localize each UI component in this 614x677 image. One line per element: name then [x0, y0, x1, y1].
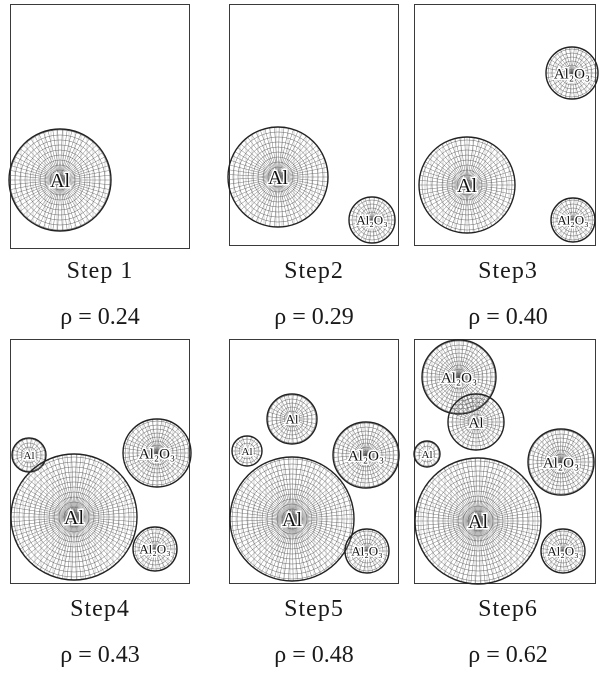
particle-label: Al₂O₃: [139, 542, 170, 557]
particle: Al₂O₃: [550, 197, 596, 243]
particle-label: Al₂O₃: [139, 446, 175, 462]
particle-label: Al: [286, 412, 299, 427]
particle-outline: [414, 457, 542, 585]
particle-label: Al₂O₃: [554, 66, 590, 82]
particle-outline: [231, 435, 263, 467]
particle: Al₂O₃: [545, 46, 599, 100]
particle: Al: [10, 453, 138, 581]
particle-outline: [227, 126, 329, 228]
density-value: ρ = 0.62: [468, 642, 548, 668]
particle: Al: [8, 128, 112, 232]
particle: Al₂O₃: [540, 528, 586, 574]
particle-outline: [10, 453, 138, 581]
particle-outline: [421, 339, 497, 415]
particle: Al: [231, 435, 263, 467]
particle-outline: [413, 440, 441, 468]
particle-outline: [332, 421, 400, 489]
step-label: Step5: [284, 596, 344, 622]
particle-mesh: [230, 457, 354, 581]
density-value: ρ = 0.40: [468, 304, 548, 330]
density-value: ρ = 0.29: [274, 304, 354, 330]
particle-mesh: [528, 429, 594, 495]
particle-outline: [540, 528, 586, 574]
particle-label: Al₂O₃: [348, 448, 384, 464]
particle-label: Al: [50, 170, 70, 192]
particle-outline: [447, 393, 505, 451]
density-value: ρ = 0.24: [60, 304, 140, 330]
particle: Al₂O₃: [421, 339, 497, 415]
particle: Al: [447, 393, 505, 451]
particle-mesh: [9, 129, 111, 231]
step-label: Step2: [284, 258, 344, 284]
particle: Al: [266, 393, 318, 445]
particle-outline: [344, 528, 390, 574]
particle-mesh: [414, 441, 440, 467]
particle-mesh: [349, 197, 395, 243]
particle-label: Al: [268, 167, 288, 189]
particle-label: Al: [24, 450, 35, 462]
particle-label: Al₂O₃: [547, 544, 578, 559]
particle-mesh: [133, 527, 177, 571]
particle-outline: [348, 196, 396, 244]
particle-outline: [550, 197, 596, 243]
particle-label: Al: [422, 449, 433, 461]
particle-label: Al: [242, 446, 253, 458]
step-label: Step6: [478, 596, 538, 622]
particle-outline: [266, 393, 318, 445]
particle-label: Al₂O₃: [441, 370, 477, 386]
particle-label: Al₂O₃: [351, 544, 382, 559]
particle-mesh: [345, 529, 389, 573]
step-label: Step 1: [66, 258, 134, 284]
particle: Al₂O₃: [348, 196, 396, 244]
particle-outline: [8, 128, 112, 232]
particle-label: Al₂O₃: [557, 213, 588, 228]
particle: Al: [227, 126, 329, 228]
particle: Al₂O₃: [344, 528, 390, 574]
particle-layer: Al: [8, 128, 112, 232]
particle: Al: [414, 457, 542, 585]
particle-label: Al: [469, 415, 484, 431]
particle-mesh: [11, 454, 137, 580]
particle-mesh: [333, 422, 399, 488]
particle-outline: [527, 428, 595, 496]
particle: Al₂O₃: [132, 526, 178, 572]
particle-label: Al₂O₃: [356, 213, 387, 228]
particle: Al: [229, 456, 355, 582]
particle-label: Al: [457, 175, 477, 197]
particle-outline: [418, 136, 516, 234]
density-value: ρ = 0.43: [60, 642, 140, 668]
particle-label: Al: [468, 511, 488, 533]
step-label: Step3: [478, 258, 538, 284]
particle-mesh: [232, 436, 262, 466]
particle: Al: [413, 440, 441, 468]
particle-label: Al: [282, 509, 302, 531]
step-1-panel: Al Step 1 ρ = 0.24: [8, 4, 210, 330]
particle: Al₂O₃: [122, 418, 192, 488]
particle: Al₂O₃: [527, 428, 595, 496]
particle-mesh: [419, 137, 515, 233]
step-label: Step4: [70, 596, 130, 622]
particle-outline: [132, 526, 178, 572]
particle-mesh: [123, 419, 191, 487]
particle-outline: [122, 418, 192, 488]
density-value: ρ = 0.48: [274, 642, 354, 668]
particle-outline: [229, 456, 355, 582]
particle-outline: [545, 46, 599, 100]
particle: Al₂O₃: [332, 421, 400, 489]
particle-label: Al₂O₃: [543, 455, 579, 471]
particle: Al: [418, 136, 516, 234]
particle-mesh: [541, 529, 585, 573]
particle-label: Al: [64, 507, 84, 529]
